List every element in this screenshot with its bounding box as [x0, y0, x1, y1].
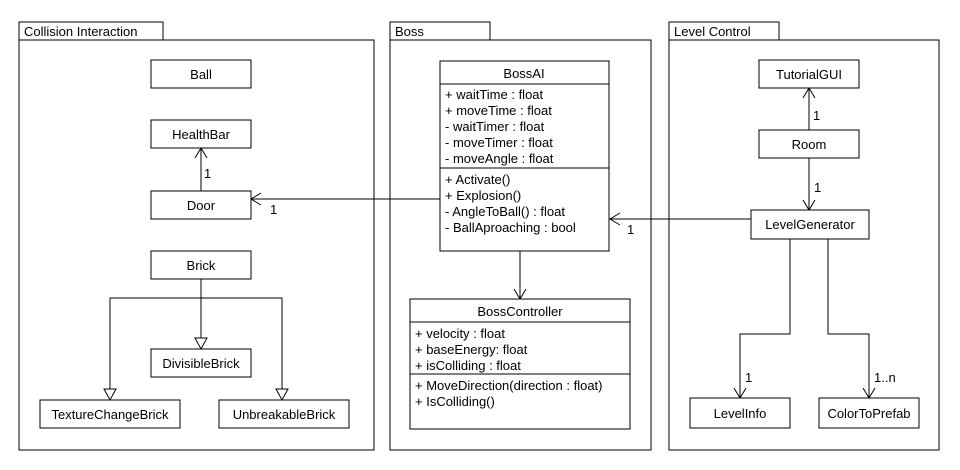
- class-name: BossController: [477, 304, 563, 319]
- generalization-arrow: [194, 337, 208, 351]
- class-bossai: BossAI + waitTime : float + moveTime : f…: [439, 60, 610, 252]
- class-attribute: + moveTime : float: [445, 103, 552, 118]
- class-name: UnbreakableBrick: [233, 407, 336, 422]
- package-collision-interaction: Collision Interaction: [18, 21, 375, 451]
- class-name: BossAI: [503, 66, 544, 81]
- generalization-arrow: [103, 388, 117, 402]
- class-door: Door: [150, 190, 252, 220]
- class-operation: - BallAproaching : bool: [445, 220, 576, 235]
- package-label: Boss: [395, 24, 424, 39]
- class-colortoprefab: ColorToPrefab: [818, 397, 920, 429]
- multiplicity-label: 1: [814, 180, 821, 195]
- class-attribute: + isColliding : float: [415, 358, 521, 373]
- class-operation: - AngleToBall() : float: [445, 204, 565, 219]
- package-label: Collision Interaction: [24, 24, 137, 39]
- multiplicity-label: 1: [627, 222, 634, 237]
- class-name: TextureChangeBrick: [51, 407, 169, 422]
- class-attribute: - moveAngle : float: [445, 151, 554, 166]
- class-tutorialgui: TutorialGUI: [758, 59, 860, 89]
- association-levelgenerator-bossai: 1: [609, 212, 751, 237]
- class-ball: Ball: [150, 59, 252, 89]
- class-attribute: - moveTimer : float: [445, 135, 553, 150]
- class-name: DivisibleBrick: [162, 356, 240, 371]
- inheritance-brick: [103, 279, 289, 402]
- class-name: LevelInfo: [714, 406, 767, 421]
- class-attribute: + velocity : float: [415, 326, 505, 341]
- package-label: Level Control: [674, 24, 751, 39]
- class-attribute: + baseEnergy: float: [415, 342, 528, 357]
- class-unbreakablebrick: UnbreakableBrick: [218, 399, 350, 429]
- generalization-arrow: [275, 388, 289, 402]
- multiplicity-label: 1: [270, 202, 277, 217]
- package-level-control: Level Control: [668, 21, 940, 451]
- class-operation: + Explosion(): [445, 188, 521, 203]
- class-bosscontroller: BossController + velocity : float + base…: [409, 298, 631, 430]
- association-levelgenerator-colortoprefab: 1..n: [827, 239, 896, 399]
- class-name: Door: [187, 198, 216, 213]
- class-name: TutorialGUI: [776, 67, 842, 82]
- class-levelgenerator: LevelGenerator: [750, 209, 870, 240]
- class-levelinfo: LevelInfo: [689, 397, 791, 429]
- multiplicity-label: 1: [745, 370, 752, 385]
- class-room: Room: [758, 129, 860, 159]
- class-attribute: + waitTime : float: [445, 87, 544, 102]
- multiplicity-label: 1: [204, 166, 211, 181]
- multiplicity-label: 1..n: [874, 370, 896, 385]
- class-name: Room: [792, 137, 827, 152]
- class-healthbar: HealthBar: [150, 119, 252, 149]
- class-name: HealthBar: [172, 127, 230, 142]
- package-body: [668, 39, 940, 451]
- class-operation: + MoveDirection(direction : float): [415, 378, 603, 393]
- class-brick: Brick: [150, 250, 252, 280]
- class-name: LevelGenerator: [765, 217, 855, 232]
- class-operation: + IsColliding(): [415, 394, 495, 409]
- package-body: [18, 39, 375, 451]
- class-texturechangebrick: TextureChangeBrick: [39, 399, 181, 429]
- class-divisiblebrick: DivisibleBrick: [150, 348, 252, 378]
- class-operation: + Activate(): [445, 172, 510, 187]
- multiplicity-label: 1: [813, 108, 820, 123]
- class-name: Ball: [190, 67, 212, 82]
- class-attribute: - waitTimer : float: [445, 119, 545, 134]
- class-name: ColorToPrefab: [827, 406, 910, 421]
- class-name: Brick: [187, 258, 216, 273]
